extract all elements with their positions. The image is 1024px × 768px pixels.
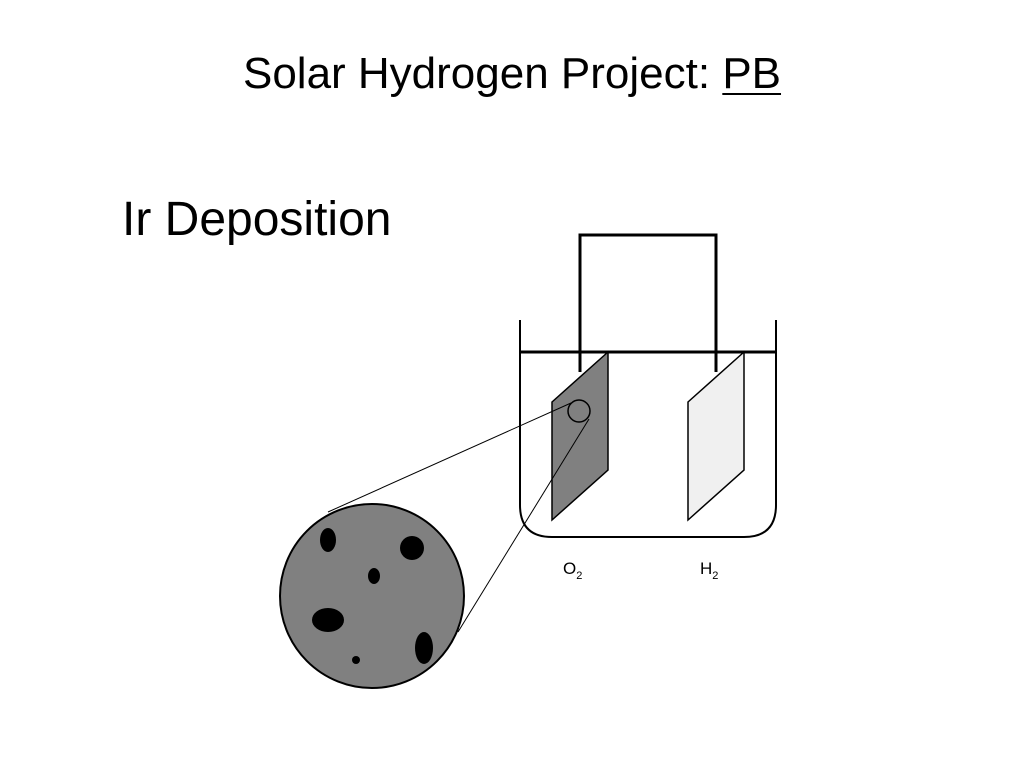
iridium-particle: [415, 632, 433, 664]
beaker: [519, 320, 777, 538]
iridium-particles: [312, 528, 433, 664]
cathode-label-base: H: [700, 559, 712, 578]
cathode-label: H2: [700, 559, 718, 582]
zoomed-surface: [279, 503, 465, 689]
title-link-pb[interactable]: PB: [722, 49, 782, 98]
cathode-electrode: [687, 350, 745, 522]
iridium-particle: [352, 656, 360, 664]
external-circuit-wire: [578, 233, 718, 372]
anode-label-base: O: [563, 559, 576, 578]
magnification-marker: [567, 399, 591, 423]
anode-label: O2: [563, 559, 582, 582]
title-prefix: Solar Hydrogen Project:: [242, 49, 723, 98]
anode-label-subscript: 2: [576, 570, 582, 582]
iridium-particle: [400, 536, 424, 560]
iridium-particle: [312, 608, 344, 632]
iridium-particle: [320, 528, 336, 552]
zoom-line-lower: [457, 418, 590, 633]
iridium-particle: [368, 568, 380, 584]
slide-subtitle: Ir Deposition: [122, 193, 392, 246]
anode-electrode: [551, 350, 609, 522]
cathode-label-subscript: 2: [712, 570, 718, 582]
zoom-line-upper: [327, 402, 572, 513]
slide-title: Solar Hydrogen Project: PB: [0, 44, 1024, 104]
